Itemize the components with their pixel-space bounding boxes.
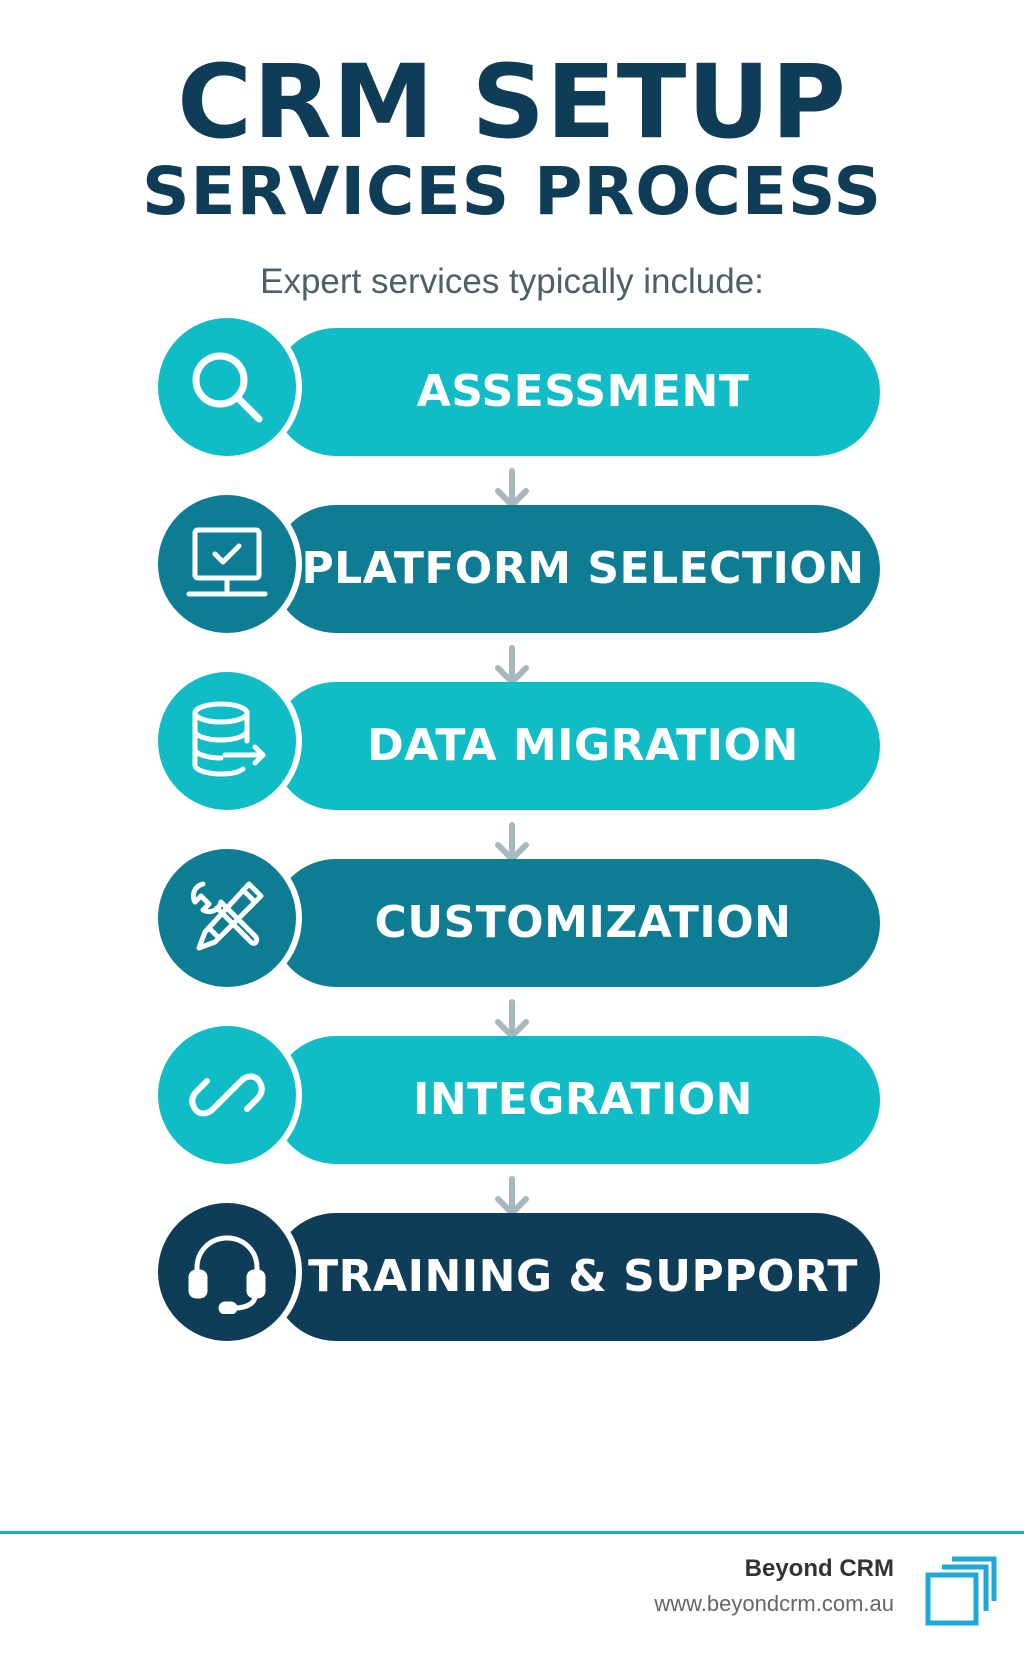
step-pill	[272, 1213, 880, 1341]
monitor-check-icon	[186, 527, 268, 597]
step-label: TRAINING & SUPPORT	[308, 1251, 858, 1302]
database-arrow-icon	[192, 701, 266, 777]
step-integration: INTEGRATION	[152, 1018, 880, 1178]
step-label: DATA MIGRATION	[367, 720, 799, 771]
step-customization: CUSTOMIZATION	[152, 841, 880, 1001]
step-pill	[272, 505, 880, 633]
step-icon-circle	[152, 489, 302, 639]
step-label: PLATFORM SELECTION	[301, 543, 865, 594]
footer-brand: Beyond CRM	[744, 1555, 894, 1582]
step-pill	[272, 682, 880, 810]
link-icon	[189, 1073, 265, 1117]
step-icon-circle	[152, 1020, 302, 1170]
step-data-migration: DATA MIGRATION	[152, 664, 880, 824]
footer-url[interactable]: www.beyondcrm.com.au	[654, 1591, 894, 1616]
step-label: ASSESSMENT	[416, 366, 750, 417]
magnifier-icon	[192, 352, 263, 423]
step-training-support: TRAINING & SUPPORT	[152, 1195, 880, 1355]
step-label: INTEGRATION	[412, 1074, 753, 1125]
title-line-2: SERVICES PROCESS	[141, 153, 883, 230]
step-icon-circle	[152, 843, 302, 993]
step-pill	[272, 328, 880, 456]
subtitle: Expert services typically include:	[260, 262, 764, 301]
title-line-1: CRM SETUP	[177, 43, 847, 162]
step-platform-selection: PLATFORM SELECTION	[152, 487, 880, 647]
step-label: CUSTOMIZATION	[374, 897, 792, 948]
step-icon-circle	[152, 1197, 302, 1347]
beyond-crm-logo-icon	[925, 1556, 997, 1626]
headset-icon	[188, 1235, 266, 1314]
step-pill	[272, 1036, 880, 1164]
tools-icon	[190, 881, 264, 951]
step-pill	[272, 859, 880, 987]
step-icon-circle	[152, 666, 302, 816]
footer-divider	[0, 1531, 1024, 1534]
step-icon-circle	[152, 312, 302, 462]
step-assessment: ASSESSMENT	[152, 310, 880, 470]
